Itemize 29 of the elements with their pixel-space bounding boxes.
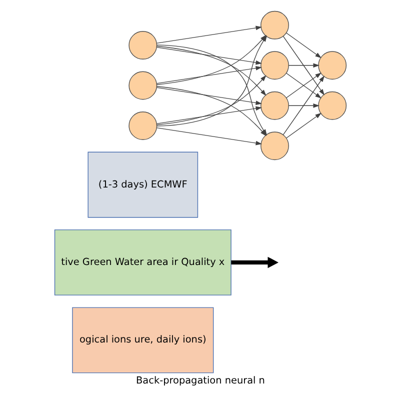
- arrow: [282, 76, 324, 136]
- arrow: [156, 106, 262, 124]
- node-circle: [128, 112, 157, 140]
- arrow: [156, 66, 262, 84]
- arrow: [282, 36, 324, 96]
- caption: Back-propagation neural n: [136, 375, 264, 386]
- arrow: [285, 112, 322, 138]
- node-box: tive Green Water area ir Quality x: [54, 230, 231, 296]
- arrow: [288, 63, 319, 68]
- node-circle: [128, 71, 157, 100]
- arrow: [285, 32, 322, 58]
- node-circle: [318, 51, 346, 80]
- node-circle: [260, 91, 288, 120]
- node-circle: [128, 31, 157, 60]
- arrow: [156, 46, 262, 65]
- node-box: (1-3 days) ECMWF: [87, 152, 198, 218]
- node-circle: [260, 132, 288, 160]
- arrow: [156, 87, 262, 105]
- arrow: [156, 127, 262, 146]
- node-circle: [260, 51, 288, 80]
- arrow: [285, 72, 322, 98]
- arrow: [156, 46, 266, 96]
- node-circle: [260, 10, 288, 40]
- arrow: [230, 256, 278, 268]
- arrow: [156, 75, 266, 126]
- node-box: ogical ions ure, daily ions): [72, 307, 214, 374]
- arrow: [288, 103, 319, 108]
- node-circle: [318, 91, 346, 120]
- arrow: [156, 26, 262, 44]
